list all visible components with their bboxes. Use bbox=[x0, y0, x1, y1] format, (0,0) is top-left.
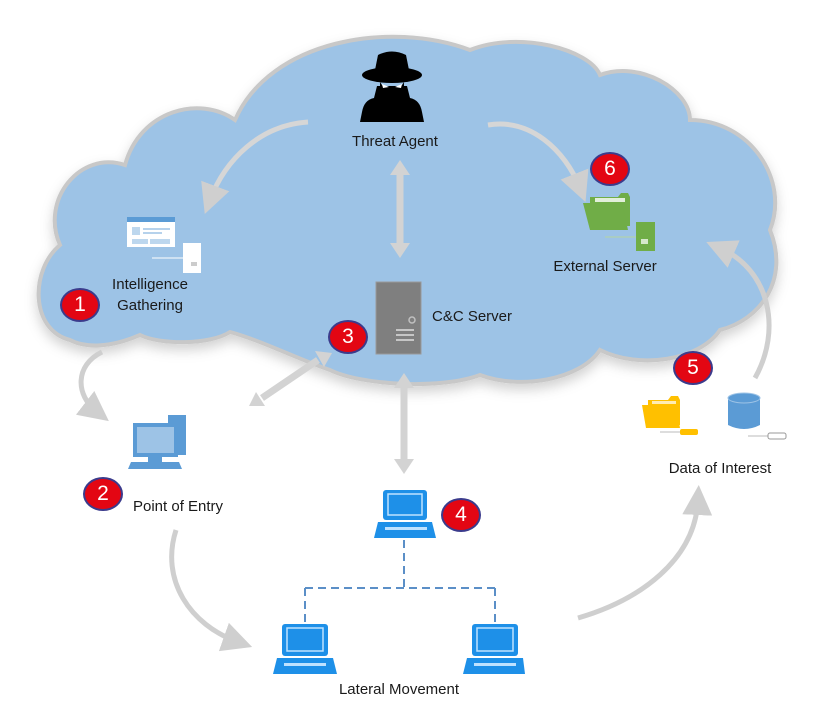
intelligence-label-line2: Gathering bbox=[117, 297, 183, 314]
arrow-agent-to-intel bbox=[201, 119, 309, 215]
cloud-shape bbox=[36, 34, 779, 387]
step-badge-1: 1 bbox=[60, 288, 100, 322]
desktop-computer-icon bbox=[128, 415, 186, 469]
arrow-data-to-external bbox=[706, 240, 772, 380]
step-badge-2: 2 bbox=[83, 477, 123, 511]
step-badge-3: 3 bbox=[328, 320, 368, 354]
laptop-icon-right bbox=[463, 624, 525, 674]
point-of-entry-label: Point of Entry bbox=[133, 498, 224, 515]
green-folder-server-icon bbox=[583, 193, 655, 251]
laptop-icon-top bbox=[374, 490, 436, 538]
arrow-agent-cnc bbox=[390, 160, 410, 258]
web-page-server-icon bbox=[127, 217, 201, 273]
step-badge-5: 5 bbox=[673, 351, 713, 385]
cnc-server-label: C&C Server bbox=[432, 308, 513, 325]
step-badge-4: 4 bbox=[441, 498, 481, 532]
folder-database-icon bbox=[642, 392, 787, 440]
arrow-agent-to-external bbox=[487, 121, 589, 202]
step-badge-6: 6 bbox=[590, 152, 630, 186]
server-tower-icon bbox=[375, 281, 422, 355]
laptop-icon-left bbox=[273, 624, 337, 674]
intelligence-label-line1: Intelligence bbox=[112, 276, 188, 293]
lateral-movement-label: Lateral Movement bbox=[338, 681, 460, 698]
spy-icon bbox=[360, 51, 424, 122]
arrow-cnc-lateral bbox=[394, 373, 414, 474]
threat-agent-label: Threat Agent bbox=[352, 133, 438, 150]
data-of-interest-label: Data of Interest bbox=[668, 460, 772, 477]
arrow-entry-to-lateral bbox=[169, 529, 253, 652]
laptop-network-lines bbox=[304, 540, 496, 624]
external-server-label: External Server bbox=[553, 258, 657, 275]
arrow-cnc-entry bbox=[249, 351, 332, 406]
arrow-intel-to-entry bbox=[75, 349, 109, 422]
arrow-lateral-to-data bbox=[577, 485, 713, 621]
